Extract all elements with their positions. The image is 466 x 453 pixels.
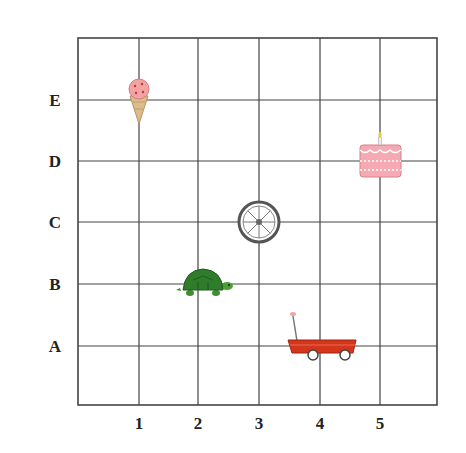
turtle [176, 269, 233, 296]
row-label: D [49, 153, 61, 170]
column-label: 4 [316, 415, 325, 432]
column-label: 2 [194, 415, 203, 432]
wagon [288, 312, 356, 360]
row-label: C [49, 214, 61, 231]
column-label: 5 [376, 415, 385, 432]
column-label: 1 [135, 415, 144, 432]
grid-lines [78, 38, 437, 405]
birthday-cake [360, 132, 401, 177]
ice-cream [129, 79, 149, 124]
row-label: B [49, 276, 60, 293]
column-label: 3 [255, 415, 264, 432]
row-label: E [49, 92, 60, 109]
wheel [239, 202, 279, 242]
row-label: A [49, 338, 61, 355]
